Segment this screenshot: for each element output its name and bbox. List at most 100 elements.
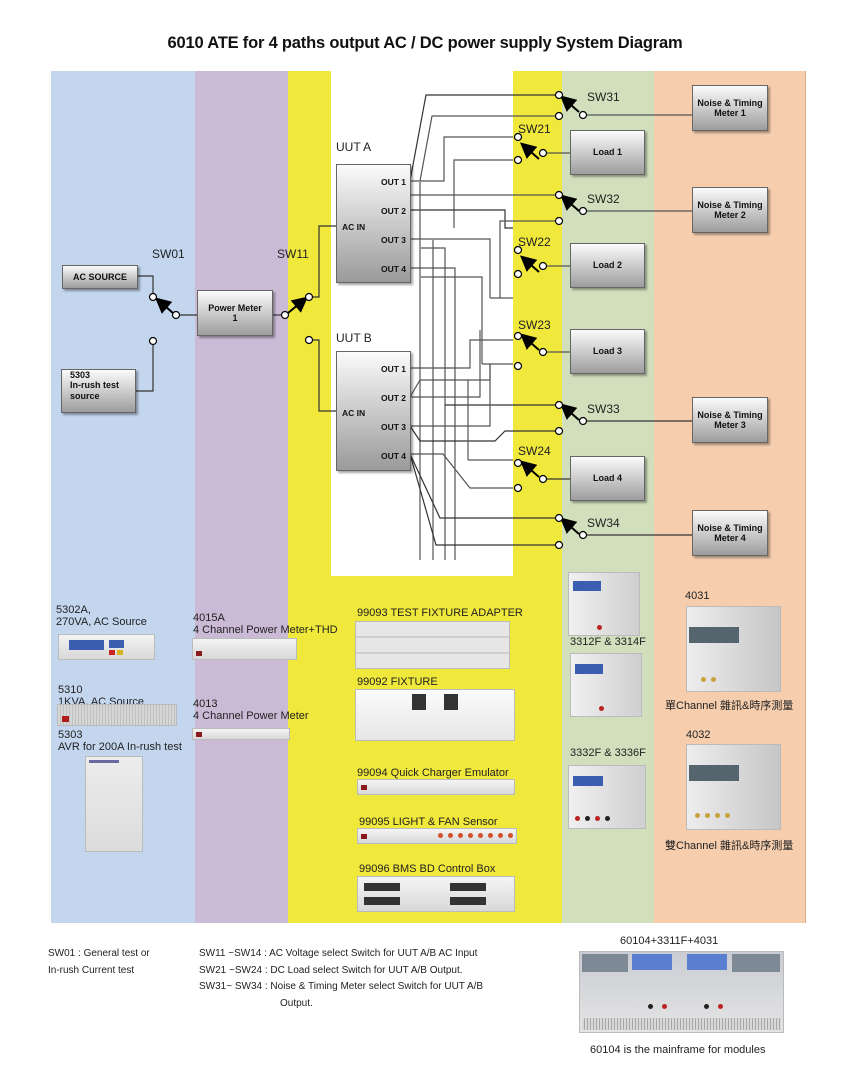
p4031-desc: 單Channel 雜訊&時序測量 — [665, 700, 794, 712]
note-sw21: SW21 ~SW24 : DC Load select Switch for U… — [199, 964, 463, 976]
load-1-label: Load 1 — [592, 147, 622, 158]
p3312f-image-2 — [570, 653, 642, 717]
uut-a-box: AC IN OUT 1 OUT 2 OUT 3 OUT 4 — [336, 164, 411, 283]
p4013-line1: 4013 — [193, 698, 218, 710]
note-switches: SW11 ~SW14 : AC Voltage select Switch fo… — [199, 946, 483, 1012]
power-meter-box: Power Meter 1 — [197, 290, 273, 336]
p3312f-image-1 — [568, 572, 640, 636]
sw11-label: SW11 — [277, 247, 309, 261]
uut-b-ac-in: AC IN — [342, 408, 366, 418]
inrush-source-line3: source — [70, 390, 100, 401]
noise-meter-3-line2: Meter 3 — [714, 420, 746, 430]
p99094-image — [357, 779, 515, 795]
load-4-label: Load 4 — [592, 473, 622, 484]
uut-b-box: AC IN OUT 1 OUT 2 OUT 3 OUT 4 — [336, 351, 411, 471]
p5302a-image — [58, 634, 155, 660]
uut-b-out2: OUT 2 — [380, 393, 406, 403]
note-sw31: SW31~ SW34 : Noise & Timing Meter select… — [199, 981, 484, 992]
uut-b-label: UUT B — [336, 331, 372, 345]
note-sw01-line1: SW01 : General test or — [48, 948, 150, 959]
noise-meter-3-box: Noise & Timing Meter 3 — [692, 397, 768, 443]
uut-a-out2: OUT 2 — [380, 206, 406, 216]
noise-meter-1-line1: Noise & Timing — [697, 97, 763, 108]
power-meter-band — [195, 71, 288, 923]
p5303-label: 5303 AVR for 200A In-rush test — [58, 729, 182, 753]
p99096-image — [357, 876, 515, 912]
p5303-line2: AVR for 200A In-rush test — [58, 741, 182, 754]
uut-b-out1: OUT 1 — [380, 364, 406, 374]
p99093-image — [355, 621, 510, 669]
p4032-label: 4032 — [686, 729, 711, 741]
p99093-label: 99093 TEST FIXTURE ADAPTER — [357, 607, 523, 619]
uut-a-out3: OUT 3 — [380, 235, 406, 245]
noise-meter-1-box: Noise & Timing Meter 1 — [692, 85, 768, 131]
sw23-label: SW23 — [518, 318, 551, 332]
note-sw31-cont: Output. — [280, 997, 313, 1009]
uut-b-out3: OUT 3 — [380, 422, 406, 432]
noise-meter-4-box: Noise & Timing Meter 4 — [692, 510, 768, 556]
sw24-label: SW24 — [518, 444, 551, 458]
p4015a-image — [192, 638, 297, 660]
sw01-label: SW01 — [152, 247, 185, 261]
load-3-label: Load 3 — [592, 346, 622, 357]
inrush-source-line1: 5303 — [70, 370, 91, 380]
p4013-image — [192, 728, 290, 740]
p99092-image — [355, 689, 515, 741]
p3332f-image — [568, 765, 646, 829]
sw32-label: SW32 — [587, 192, 620, 206]
note-sw01-line2: In-rush Current test — [48, 964, 135, 976]
uut-a-ac-in: AC IN — [342, 222, 366, 232]
load-2-label: Load 2 — [592, 260, 622, 271]
p4013-label: 4013 4 Channel Power Meter — [193, 698, 309, 722]
noise-meter-4-line1: Noise & Timing — [697, 522, 763, 533]
mainframe-image — [579, 951, 784, 1033]
noise-meter-1-line2: Meter 1 — [714, 108, 746, 118]
ac-source-box: AC SOURCE — [62, 265, 138, 289]
power-meter-line2: 1 — [232, 313, 238, 323]
p99092-label: 99092 FIXTURE — [357, 676, 438, 688]
p4031-image — [686, 606, 781, 692]
uut-a-label: UUT A — [336, 140, 372, 154]
mainframe-title: 60104+3311F+4031 — [620, 935, 719, 947]
p5303-image — [85, 756, 143, 852]
load-3-box: Load 3 — [570, 329, 645, 374]
p99096-label: 99096 BMS BD Control Box — [359, 863, 496, 875]
note-sw01: SW01 : General test or In-rush Current t… — [48, 946, 150, 979]
sw34-label: SW34 — [587, 516, 620, 530]
sw22-label: SW22 — [518, 235, 551, 249]
noise-meter-4-line2: Meter 4 — [714, 533, 746, 543]
power-meter-line1: Power Meter — [208, 302, 262, 313]
p5310-line1: 5310 — [58, 684, 83, 696]
load-1-box: Load 1 — [570, 130, 645, 175]
diagram-title: 6010 ATE for 4 paths output AC / DC powe… — [167, 34, 683, 52]
p5302a-label: 5302A, 270VA, AC Source — [56, 604, 147, 628]
p5310-image — [57, 704, 177, 726]
p3312f-label: 3312F & 3314F — [570, 636, 646, 648]
p3332f-label: 3332F & 3336F — [570, 747, 646, 759]
p5302a-line2: 270VA, AC Source — [56, 616, 147, 629]
p99094-label: 99094 Quick Charger Emulator — [357, 767, 509, 779]
inrush-source-box: 5303 In-rush test source — [61, 369, 136, 413]
noise-meter-2-line2: Meter 2 — [714, 210, 746, 220]
load-2-box: Load 2 — [570, 243, 645, 288]
noise-meter-2-box: Noise & Timing Meter 2 — [692, 187, 768, 233]
p4032-desc: 雙Channel 雜訊&時序測量 — [665, 840, 794, 852]
p4015a-label: 4015A 4 Channel Power Meter+THD — [193, 612, 338, 636]
load-4-box: Load 4 — [570, 456, 645, 501]
p4031-label: 4031 — [685, 590, 710, 602]
note-sw11: SW11 ~SW14 : AC Voltage select Switch fo… — [199, 948, 478, 959]
p99095-image — [357, 828, 517, 844]
sw31-label: SW31 — [587, 90, 620, 104]
uut-b-out4: OUT 4 — [380, 451, 406, 461]
p4013-line2: 4 Channel Power Meter — [193, 710, 309, 723]
p4015a-line1: 4015A — [193, 612, 225, 624]
sw21-label: SW21 — [518, 122, 551, 136]
noise-meter-3-line1: Noise & Timing — [697, 409, 763, 420]
p5303-line1: 5303 — [58, 729, 83, 741]
dc-switch-band — [513, 71, 563, 923]
noise-meter-2-line1: Noise & Timing — [697, 199, 763, 210]
uut-a-out4: OUT 4 — [380, 264, 406, 274]
inrush-source-line2: In-rush test — [70, 380, 120, 391]
uut-a-out1: OUT 1 — [380, 177, 406, 187]
p4015a-line2: 4 Channel Power Meter+THD — [193, 624, 338, 637]
